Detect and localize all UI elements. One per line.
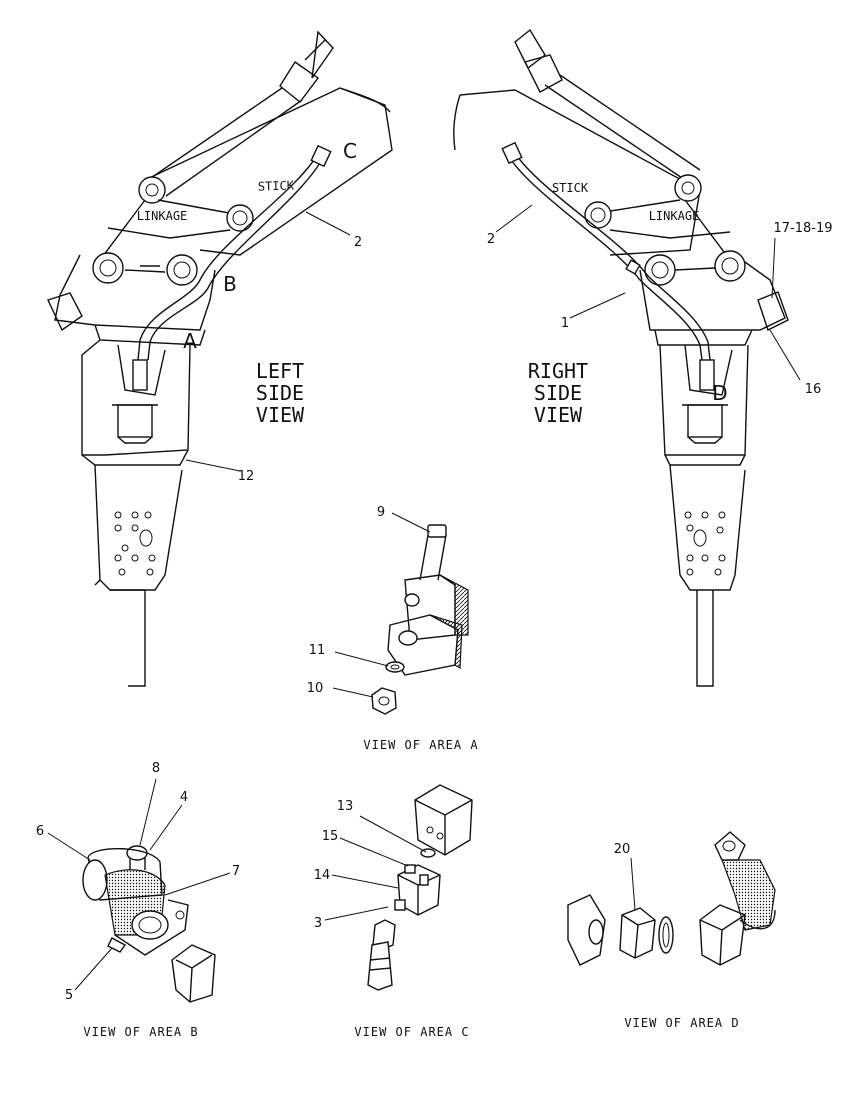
left-view-line-2: SIDE <box>256 381 304 405</box>
callout-8: 8 <box>152 761 160 776</box>
callout-2-right: 2 <box>487 232 495 247</box>
area-letter-a: A <box>183 329 197 353</box>
linkage-label-left: LINKAGE <box>137 209 188 223</box>
callout-2-left: 2 <box>354 235 362 250</box>
callout-16: 16 <box>805 382 822 397</box>
area-letters: A B C D <box>183 139 728 405</box>
right-view-line-2: SIDE <box>534 381 582 405</box>
right-view-line-3: VIEW <box>534 403 583 427</box>
callout-13: 13 <box>337 799 354 814</box>
stick-label-right: STICK <box>552 181 589 195</box>
callout-11: 11 <box>309 643 326 658</box>
left-view-line-3: VIEW <box>256 403 305 427</box>
callout-12: 12 <box>238 469 255 484</box>
caption-area-a: VIEW OF AREA A <box>363 738 478 752</box>
view-captions: VIEW OF AREA A VIEW OF AREA B VIEW OF AR… <box>83 738 739 1039</box>
callout-9: 9 <box>377 505 385 520</box>
area-d-drawing <box>567 831 776 966</box>
area-b-drawing <box>82 845 216 1003</box>
callout-5: 5 <box>65 988 73 1003</box>
callout-1: 1 <box>561 316 569 331</box>
callout-7: 7 <box>232 864 240 879</box>
callout-6: 6 <box>36 824 44 839</box>
left-view-line-1: LEFT <box>256 359 304 383</box>
caption-area-b: VIEW OF AREA B <box>83 1025 198 1039</box>
area-letter-d: D <box>712 381 727 405</box>
stick-label-left: STICK <box>258 178 295 193</box>
right-view-line-1: RIGHT <box>528 359 588 383</box>
callout-3: 3 <box>314 916 322 931</box>
callout-20: 20 <box>614 842 631 857</box>
area-letter-b: B <box>223 272 237 296</box>
linkage-label-right: LINKAGE <box>649 209 700 223</box>
callout-10: 10 <box>307 681 324 696</box>
left-side-view-drawing <box>47 30 393 687</box>
callout-17-18-19: 17-18-19 <box>773 221 832 236</box>
callout-4: 4 <box>180 790 188 805</box>
callout-15: 15 <box>322 829 339 844</box>
callout-14: 14 <box>314 868 331 883</box>
right-side-view-drawing <box>453 28 789 687</box>
caption-area-c: VIEW OF AREA C <box>354 1025 469 1039</box>
inner-labels: STICK LINKAGE STICK LINKAGE <box>137 178 700 223</box>
area-c-drawing <box>367 784 473 991</box>
view-titles: LEFT SIDE VIEW RIGHT SIDE VIEW <box>256 359 588 427</box>
area-a-drawing <box>371 524 469 715</box>
leader-lines <box>47 204 801 991</box>
caption-area-d: VIEW OF AREA D <box>624 1016 739 1030</box>
callout-numbers: 1 2 2 3 4 5 6 7 8 9 10 11 12 13 14 15 16… <box>36 221 833 1003</box>
area-letter-c: C <box>343 139 357 163</box>
